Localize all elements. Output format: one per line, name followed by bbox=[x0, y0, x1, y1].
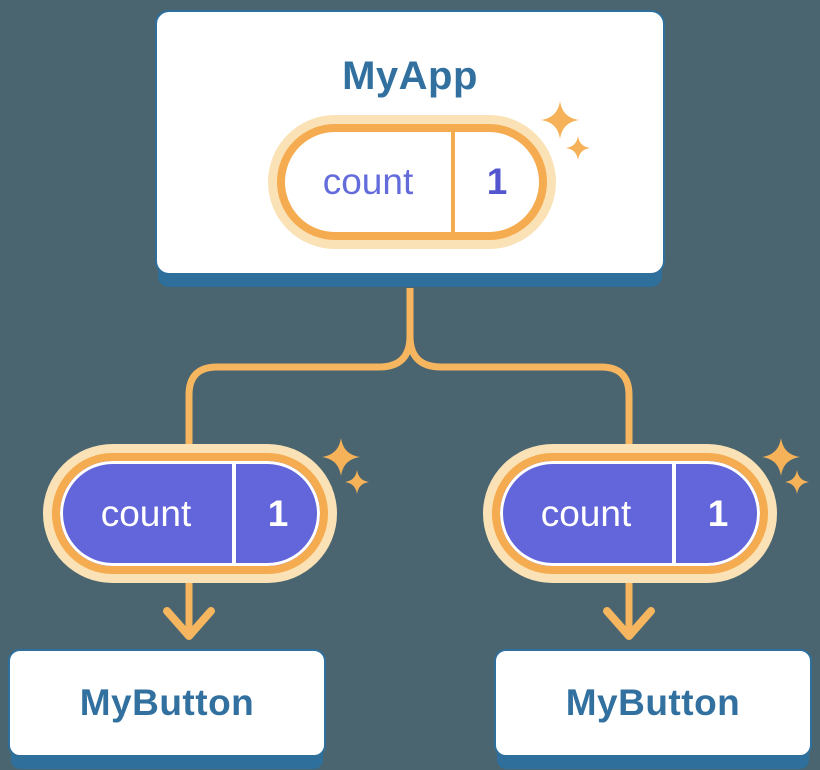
state-label: count bbox=[540, 492, 632, 534]
state-label: count bbox=[100, 492, 192, 534]
arrow-down-icon bbox=[603, 607, 655, 640]
sparkle-icon bbox=[541, 101, 579, 139]
pill-divider bbox=[672, 461, 676, 566]
state-label: count bbox=[322, 161, 414, 202]
arrow-down-icon bbox=[163, 607, 215, 640]
state-value: 1 bbox=[267, 492, 289, 534]
state-value: 1 bbox=[707, 492, 729, 534]
sparkle-icon bbox=[785, 470, 809, 494]
state-pill-left-child: count 1 bbox=[52, 453, 328, 574]
pill-divider bbox=[232, 461, 236, 566]
state-value: 1 bbox=[486, 161, 508, 202]
sparkle-icon bbox=[345, 470, 369, 494]
component-title: MyButton bbox=[79, 682, 255, 723]
component-title: MyButton bbox=[565, 682, 741, 723]
state-pill-right-child: count 1 bbox=[492, 453, 768, 574]
branch-line-right bbox=[406, 288, 633, 633]
state-pill-root: count 1 bbox=[277, 124, 547, 240]
pill-divider bbox=[451, 132, 455, 232]
component-card-mybutton-left: MyButton bbox=[8, 649, 326, 757]
component-card-mybutton-right: MyButton bbox=[494, 649, 812, 757]
sparkle-icon bbox=[762, 438, 800, 476]
sparkle-icon bbox=[566, 136, 590, 160]
component-title: MyApp bbox=[342, 54, 478, 98]
component-card-myapp: MyApp count 1 bbox=[155, 10, 665, 275]
sparkle-icon bbox=[322, 438, 360, 476]
